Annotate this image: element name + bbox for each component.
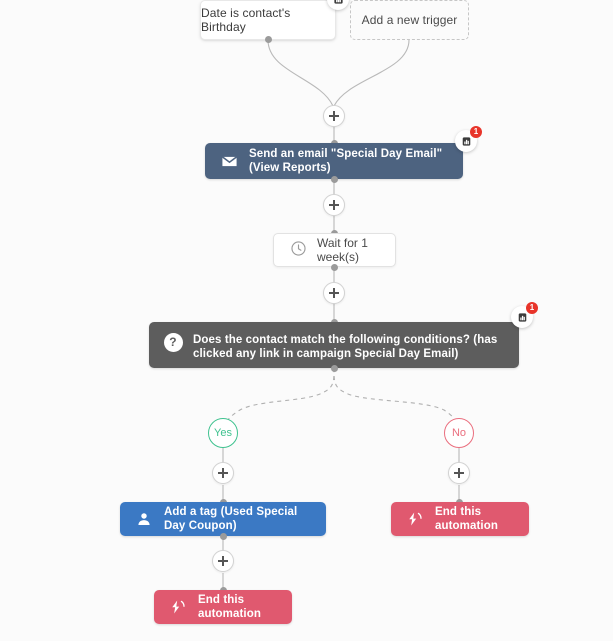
step-end-automation-yes[interactable]: End this automation <box>154 590 292 624</box>
step-send-email[interactable]: Send an email "Special Day Email" (View … <box>205 143 463 179</box>
envelope-icon <box>219 151 239 171</box>
add-step-button-no-branch[interactable] <box>448 462 470 484</box>
step-label: Add a tag (Used Special Day Coupon) <box>164 505 298 532</box>
add-step-button-after-tag[interactable] <box>212 550 234 572</box>
clock-icon <box>290 240 307 260</box>
email-report-badge[interactable]: 1 <box>455 126 482 152</box>
step-label: Send an email "Special Day Email" (View … <box>249 147 443 174</box>
connector-nub <box>219 533 227 540</box>
add-new-trigger-button[interactable]: Add a new trigger <box>350 0 469 40</box>
step-label: End this automation <box>198 593 261 620</box>
trigger-label: Date is contact's Birthday <box>201 6 291 34</box>
add-step-button-after-email[interactable] <box>323 194 345 216</box>
person-icon <box>134 509 154 529</box>
step-wait[interactable]: Wait for 1 week(s) <box>273 233 396 267</box>
step-condition[interactable]: ? Does the contact match the following c… <box>149 322 519 368</box>
step-end-automation-no[interactable]: End this automation <box>391 502 529 536</box>
step-label: Does the contact match the following con… <box>193 334 498 361</box>
add-step-button-after-wait[interactable] <box>323 282 345 304</box>
branch-yes-text: Yes <box>214 427 232 439</box>
add-trigger-label: Add a new trigger <box>361 13 458 27</box>
badge-count: 1 <box>526 302 538 314</box>
badge-count: 1 <box>470 126 482 138</box>
question-mark-icon: ? <box>163 332 183 352</box>
condition-report-badge[interactable]: 1 <box>511 302 538 328</box>
report-icon <box>333 0 343 4</box>
end-automation-icon <box>168 597 188 617</box>
report-icon <box>518 312 526 322</box>
branch-no-text: No <box>451 427 467 439</box>
step-add-tag[interactable]: Add a tag (Used Special Day Coupon) <box>120 502 326 536</box>
step-label: Wait for 1 week(s) <box>317 236 368 264</box>
connector-nub <box>330 264 338 271</box>
branch-label-yes[interactable]: Yes <box>208 418 238 448</box>
trigger-report-badge[interactable]: 1 <box>327 0 349 10</box>
connector-nub <box>330 176 338 183</box>
step-label: End this automation <box>435 505 498 532</box>
end-automation-icon <box>405 509 425 529</box>
add-step-button-after-triggers[interactable] <box>323 105 345 127</box>
connector-nub <box>330 365 338 372</box>
connector-nub <box>264 36 272 43</box>
add-step-button-yes-branch[interactable] <box>212 462 234 484</box>
question-mark-glyph: ? <box>163 332 183 352</box>
trigger-card-birthday[interactable]: Date is contact's Birthday <box>200 0 336 40</box>
report-icon <box>462 136 470 146</box>
branch-label-no[interactable]: No <box>444 418 474 448</box>
